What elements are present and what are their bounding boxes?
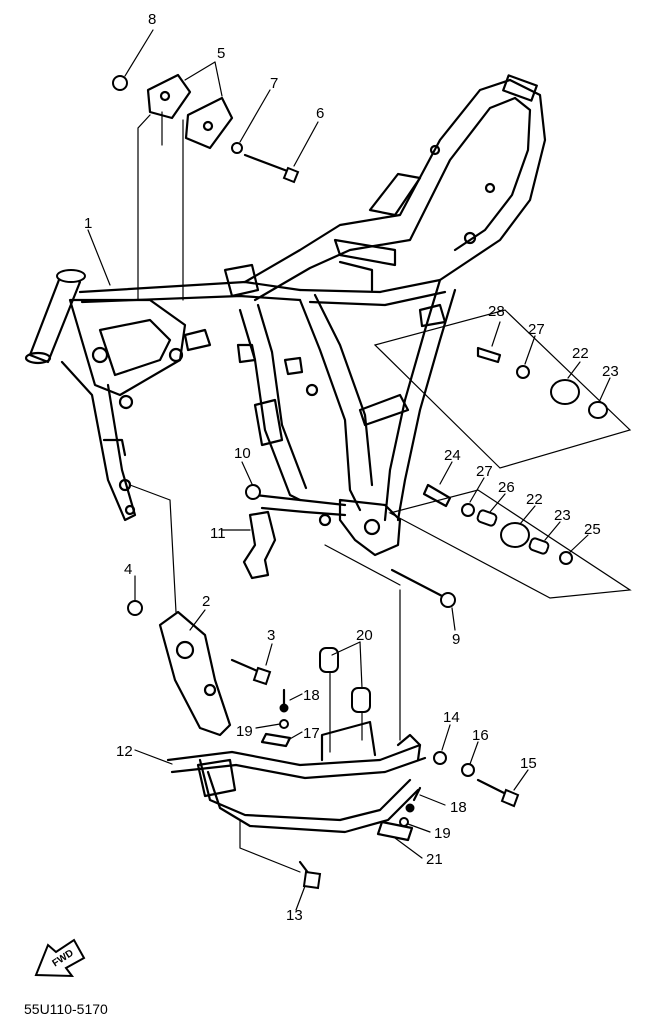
label-7: 7 (270, 75, 278, 92)
label-11: 11 (210, 525, 226, 542)
label-2: 2 (202, 593, 210, 610)
label-12: 12 (116, 743, 133, 760)
engine-guard-assembly (129, 484, 427, 873)
callout-labels: 8 5 7 6 1 10 11 4 2 3 28 27 22 23 24 27 … (84, 11, 619, 924)
label-25: 25 (584, 521, 601, 538)
label-28: 28 (488, 303, 505, 320)
label-15: 15 (520, 755, 537, 772)
label-22-upper: 22 (572, 345, 589, 362)
label-17: 17 (303, 725, 320, 742)
label-13: 13 (286, 907, 303, 924)
label-24: 24 (444, 447, 461, 464)
label-21: 21 (426, 851, 443, 868)
label-18-upper: 18 (303, 687, 320, 704)
upper-engine-mount-parts (373, 309, 632, 469)
top-mount-plates (112, 73, 300, 301)
fwd-arrow-icon: FWD (34, 938, 86, 978)
label-16: 16 (472, 727, 489, 744)
label-27-upper: 27 (528, 321, 545, 338)
label-4: 4 (124, 561, 132, 578)
main-frame (24, 74, 547, 557)
label-3: 3 (267, 627, 275, 644)
label-9: 9 (452, 631, 460, 648)
leader-lines (87, 29, 611, 911)
lower-engine-mount-parts (388, 483, 632, 599)
label-8: 8 (148, 11, 156, 28)
label-19-lower: 19 (434, 825, 451, 842)
label-18-lower: 18 (450, 799, 467, 816)
label-22-lower: 22 (526, 491, 543, 508)
label-23-upper: 23 (602, 363, 619, 380)
label-5: 5 (217, 45, 225, 62)
label-14: 14 (443, 709, 460, 726)
label-26: 26 (498, 479, 515, 496)
label-1: 1 (84, 215, 92, 232)
label-6: 6 (316, 105, 324, 122)
label-27-lower: 27 (476, 463, 493, 480)
diagram-code: 55U110-5170 (24, 1001, 108, 1017)
label-19-upper: 19 (236, 723, 253, 740)
label-10: 10 (234, 445, 251, 462)
loose-hardware (127, 484, 520, 890)
label-20: 20 (356, 627, 373, 644)
label-23-lower: 23 (554, 507, 571, 524)
